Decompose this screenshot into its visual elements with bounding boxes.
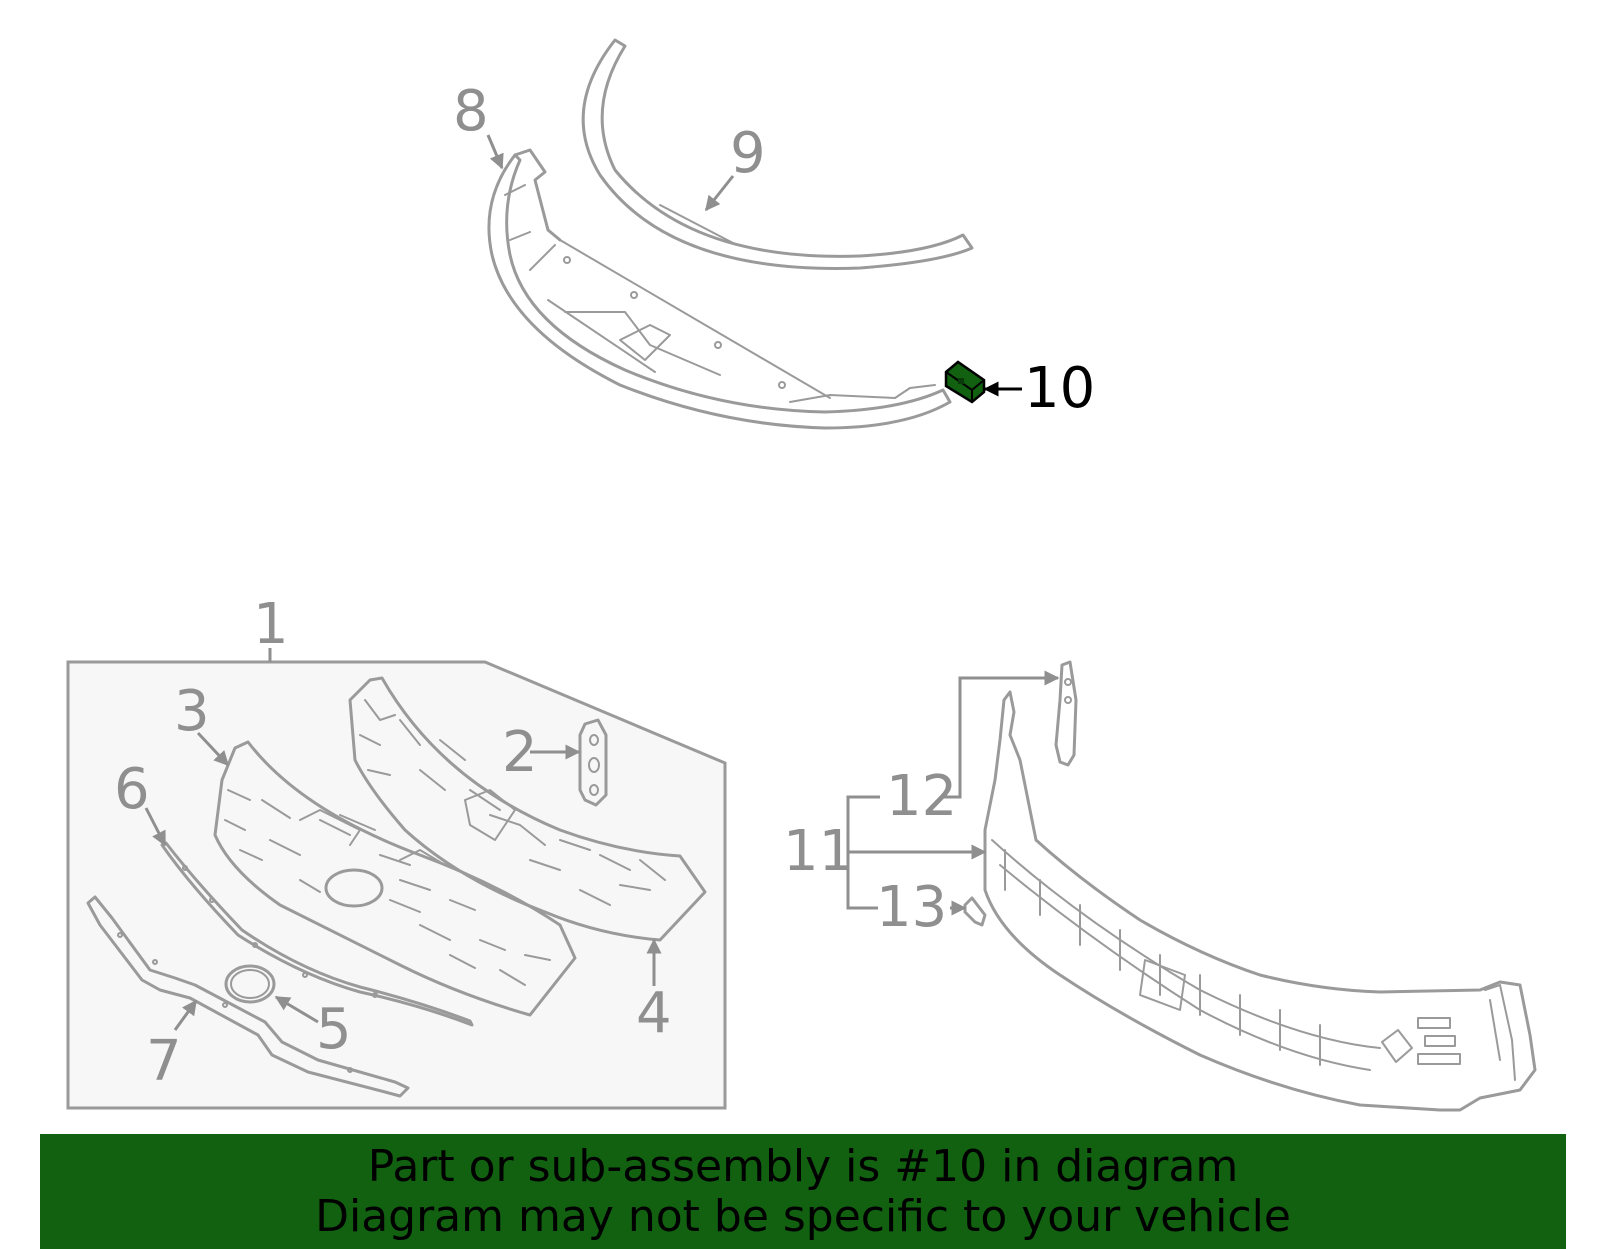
part-13-clip [963,896,987,927]
part-11-lower-bumper [983,690,1537,1112]
callout-8: 8 [453,79,489,144]
callout-labels: 1 2 3 4 5 6 7 8 9 10 11 12 13 [114,79,1095,1094]
banner-line-disclaimer: Diagram may not be specific to your vehi… [315,1191,1291,1242]
part-7-lower-strip [86,895,410,1098]
callout-10: 10 [1024,356,1095,421]
callout-3: 3 [174,679,210,744]
part-9-trim-strip [581,38,974,270]
callout-13: 13 [876,875,947,940]
callout-12: 12 [886,764,957,829]
callout-7: 7 [146,1029,182,1094]
part-5-emblem [224,964,276,1004]
part-3-front-grille [213,740,577,1017]
callout-1: 1 [253,592,289,657]
callout-9: 9 [730,121,766,186]
callout-5: 5 [316,997,352,1062]
part-10-bracket [944,360,986,404]
info-banner: Part or sub-assembly is #10 in diagram D… [40,1134,1566,1249]
leader-lines [144,134,1060,1031]
callout-6: 6 [114,757,150,822]
callout-4: 4 [636,981,672,1046]
part-12-side-bracket [1054,660,1078,767]
callout-11: 11 [783,819,854,884]
part-8-upper-cover [487,148,952,430]
part-6-trim-strip [160,841,474,1027]
part-4-grille-panel [348,676,707,942]
banner-line-part: Part or sub-assembly is #10 in diagram [367,1141,1239,1192]
callout-2: 2 [502,720,538,785]
